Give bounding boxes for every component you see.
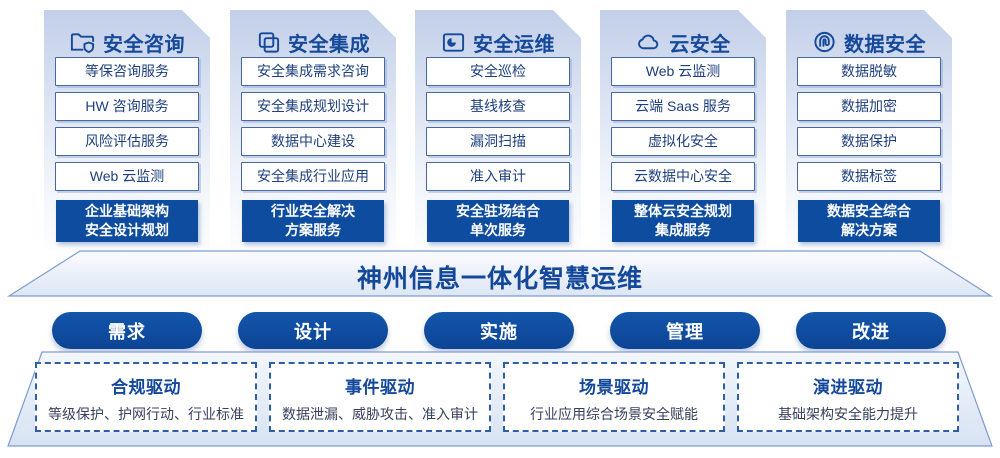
card-cloud-security: 云安全 Web 云监测 云端 Saas 服务 虚拟化安全 云数据中心安全 整体云… xyxy=(600,10,766,250)
card-title: 安全集成 xyxy=(288,33,370,56)
card-footer: 企业基础架构 安全设计规划 xyxy=(56,200,198,242)
footer-line: 方案服务 xyxy=(285,222,341,238)
card-title: 云安全 xyxy=(669,33,731,56)
footer-line: 行业安全解决 xyxy=(271,203,355,219)
driver-incident: 事件驱动 数据泄漏、威胁攻击、准入审计 xyxy=(269,362,491,432)
footer-line: 数据安全综合 xyxy=(827,203,911,219)
service-item: 云端 Saas 服务 xyxy=(611,92,755,121)
card-header: 安全咨询 xyxy=(44,27,210,57)
driver-scenario: 场景驱动 行业应用综合场景安全赋能 xyxy=(503,362,725,432)
integration-copy-icon xyxy=(256,30,281,54)
card-security-integration: 安全集成 安全集成需求咨询 安全集成规划设计 数据中心建设 安全集成行业应用 行… xyxy=(230,10,396,250)
driver-desc: 数据泄漏、威胁攻击、准入审计 xyxy=(282,406,478,422)
service-item: 风险评估服务 xyxy=(55,127,199,156)
pill-demand: 需求 xyxy=(52,312,202,349)
card-title: 安全咨询 xyxy=(103,33,185,56)
service-item: HW 咨询服务 xyxy=(55,92,199,121)
service-item: 数据加密 xyxy=(797,92,941,121)
pill-improve: 改进 xyxy=(796,312,946,349)
card-title: 数据安全 xyxy=(844,33,926,56)
footer-line: 企业基础架构 xyxy=(85,203,169,219)
card-header: 数据安全 xyxy=(786,27,952,57)
banner-title: 神州信息一体化智慧运维 xyxy=(356,265,643,293)
driver-desc: 行业应用综合场景安全赋能 xyxy=(530,406,698,422)
service-item: 准入审计 xyxy=(426,162,570,191)
service-item: 基线核查 xyxy=(426,92,570,121)
service-item: 虚拟化安全 xyxy=(611,127,755,156)
service-item: 数据标签 xyxy=(797,162,941,191)
service-item: 等保咨询服务 xyxy=(55,57,199,86)
banner-platform-shape xyxy=(6,250,994,297)
pill-manage: 管理 xyxy=(610,312,760,349)
service-item: 安全集成规划设计 xyxy=(241,92,385,121)
footer-line: 单次服务 xyxy=(470,222,526,238)
card-header: 云安全 xyxy=(600,27,766,57)
driver-title: 场景驱动 xyxy=(579,378,649,397)
cloud-icon xyxy=(635,30,662,54)
folder-shield-icon xyxy=(69,30,96,54)
service-item: Web 云监测 xyxy=(611,57,755,86)
card-header: 安全集成 xyxy=(230,27,396,57)
driver-title: 演进驱动 xyxy=(813,378,883,397)
card-footer: 行业安全解决 方案服务 xyxy=(242,200,384,242)
card-footer: 整体云安全规划 集成服务 xyxy=(612,200,754,242)
driver-title: 事件驱动 xyxy=(345,378,415,397)
service-item: 安全巡检 xyxy=(426,57,570,86)
driver-desc: 等级保护、护网行动、行业标准 xyxy=(48,406,244,422)
data-spiral-icon xyxy=(812,30,837,54)
service-item: 安全集成需求咨询 xyxy=(241,57,385,86)
service-item: 数据脱敏 xyxy=(797,57,941,86)
card-security-consulting: 安全咨询 等保咨询服务 HW 咨询服务 风险评估服务 Web 云监测 企业基础架… xyxy=(44,10,210,250)
card-title: 安全运维 xyxy=(473,33,555,56)
footer-line: 安全设计规划 xyxy=(85,222,169,238)
service-item: 数据中心建设 xyxy=(241,127,385,156)
footer-line: 安全驻场结合 xyxy=(456,203,540,219)
driver-evolution: 演进驱动 基础架构安全能力提升 xyxy=(737,362,959,432)
service-item: 漏洞扫描 xyxy=(426,127,570,156)
card-data-security: 数据安全 数据脱敏 数据加密 数据保护 数据标签 数据安全综合 解决方案 xyxy=(786,10,952,250)
driver-desc: 基础架构安全能力提升 xyxy=(778,406,918,422)
footer-line: 解决方案 xyxy=(841,222,897,238)
pill-design: 设计 xyxy=(238,312,388,349)
card-footer: 安全驻场结合 单次服务 xyxy=(427,200,569,242)
footer-line: 集成服务 xyxy=(655,222,711,238)
operations-pie-icon xyxy=(441,30,466,54)
service-item: 云数据中心安全 xyxy=(611,162,755,191)
pill-implement: 实施 xyxy=(424,312,574,349)
service-item: 数据保护 xyxy=(797,127,941,156)
driver-title: 合规驱动 xyxy=(111,378,181,397)
service-item: Web 云监测 xyxy=(55,162,199,191)
card-footer: 数据安全综合 解决方案 xyxy=(798,200,940,242)
card-security-operations: 安全运维 安全巡检 基线核查 漏洞扫描 准入审计 安全驻场结合 单次服务 xyxy=(415,10,581,250)
footer-line: 整体云安全规划 xyxy=(634,203,732,219)
card-header: 安全运维 xyxy=(415,27,581,57)
service-item: 安全集成行业应用 xyxy=(241,162,385,191)
driver-compliance: 合规驱动 等级保护、护网行动、行业标准 xyxy=(35,362,257,432)
